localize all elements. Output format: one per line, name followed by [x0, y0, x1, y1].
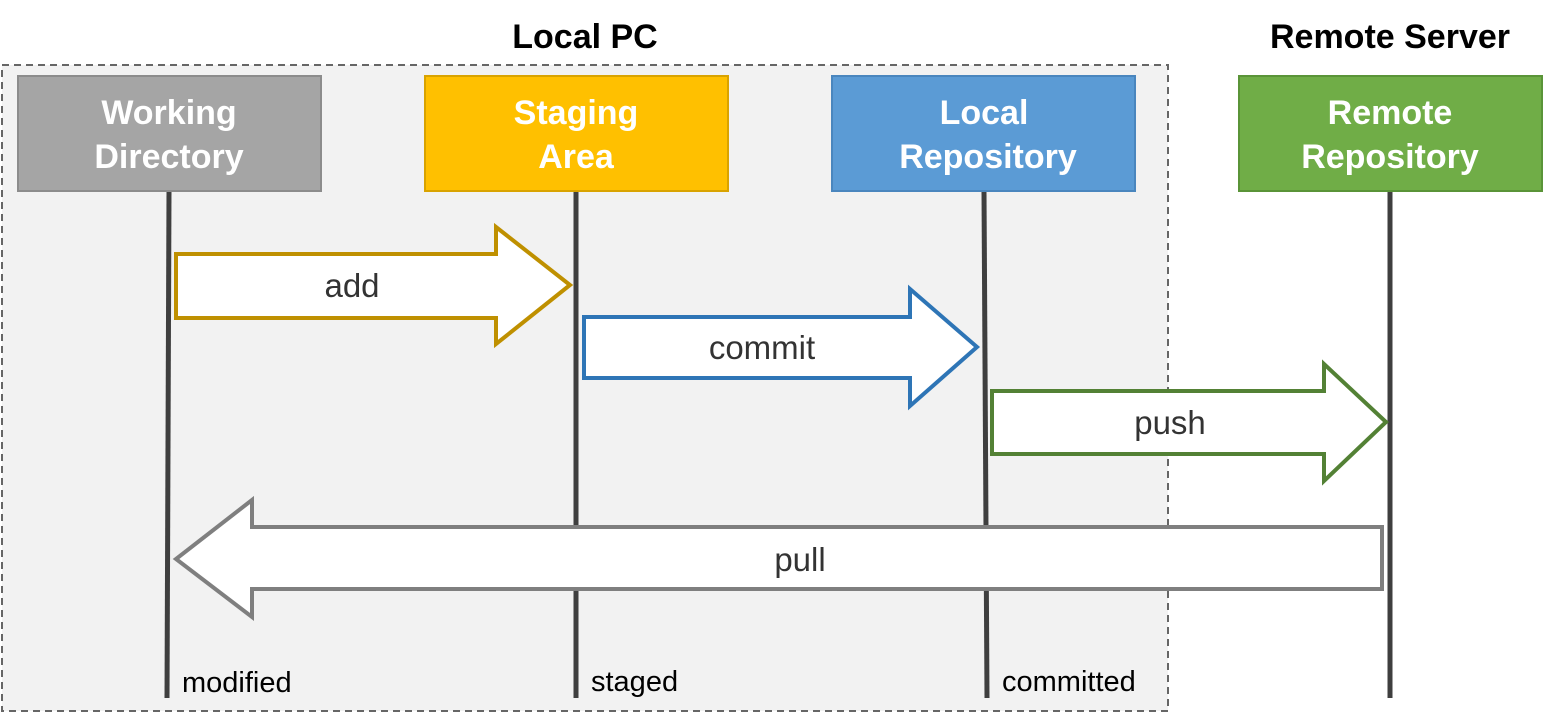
- commit-arrow: commit: [582, 284, 981, 411]
- state-label-committed: committed: [1002, 666, 1136, 698]
- working-directory-lifeline: [164, 191, 172, 699]
- staging-area-box-rect: [424, 75, 729, 192]
- working-directory-label-line2: Directory: [94, 138, 243, 176]
- staging-area-label-line2: Area: [538, 138, 615, 176]
- remote-repository-label-line2: Repository: [1301, 138, 1479, 176]
- staging-area-box: Staging Area: [424, 75, 729, 192]
- remote-server-title: Remote Server: [1270, 18, 1510, 56]
- state-label-modified: modified: [182, 667, 292, 699]
- working-directory-box: Working Directory: [17, 75, 322, 192]
- working-directory-label-line1: Working: [101, 94, 236, 132]
- local-repository-label-line1: Local: [940, 94, 1029, 132]
- pull-arrow-label: pull: [774, 541, 825, 578]
- local-repository-lifeline: [981, 191, 990, 699]
- push-arrow: push: [990, 359, 1389, 486]
- local-pc-title: Local PC: [512, 18, 657, 56]
- add-arrow-label: add: [324, 267, 379, 304]
- add-arrow: add: [174, 222, 574, 349]
- pull-arrow: pull: [172, 495, 1384, 622]
- remote-repository-label-line1: Remote: [1328, 94, 1453, 132]
- pull-arrow-shape: [172, 495, 1384, 622]
- state-label-staged: staged: [591, 666, 678, 698]
- push-arrow-label: push: [1134, 404, 1206, 441]
- commit-arrow-shape: [582, 284, 981, 411]
- remote-repository-box: Remote Repository: [1238, 75, 1543, 192]
- staging-area-label-line1: Staging: [514, 94, 639, 132]
- local-repository-label-line2: Repository: [899, 138, 1077, 176]
- local-repository-box: Local Repository: [831, 75, 1136, 192]
- push-arrow-shape: [990, 359, 1389, 486]
- working-directory-box-rect: [17, 75, 322, 192]
- local-repository-box-rect: [831, 75, 1136, 192]
- commit-arrow-label: commit: [709, 329, 815, 366]
- add-arrow-shape: [174, 222, 574, 349]
- remote-repository-box-rect: [1238, 75, 1543, 192]
